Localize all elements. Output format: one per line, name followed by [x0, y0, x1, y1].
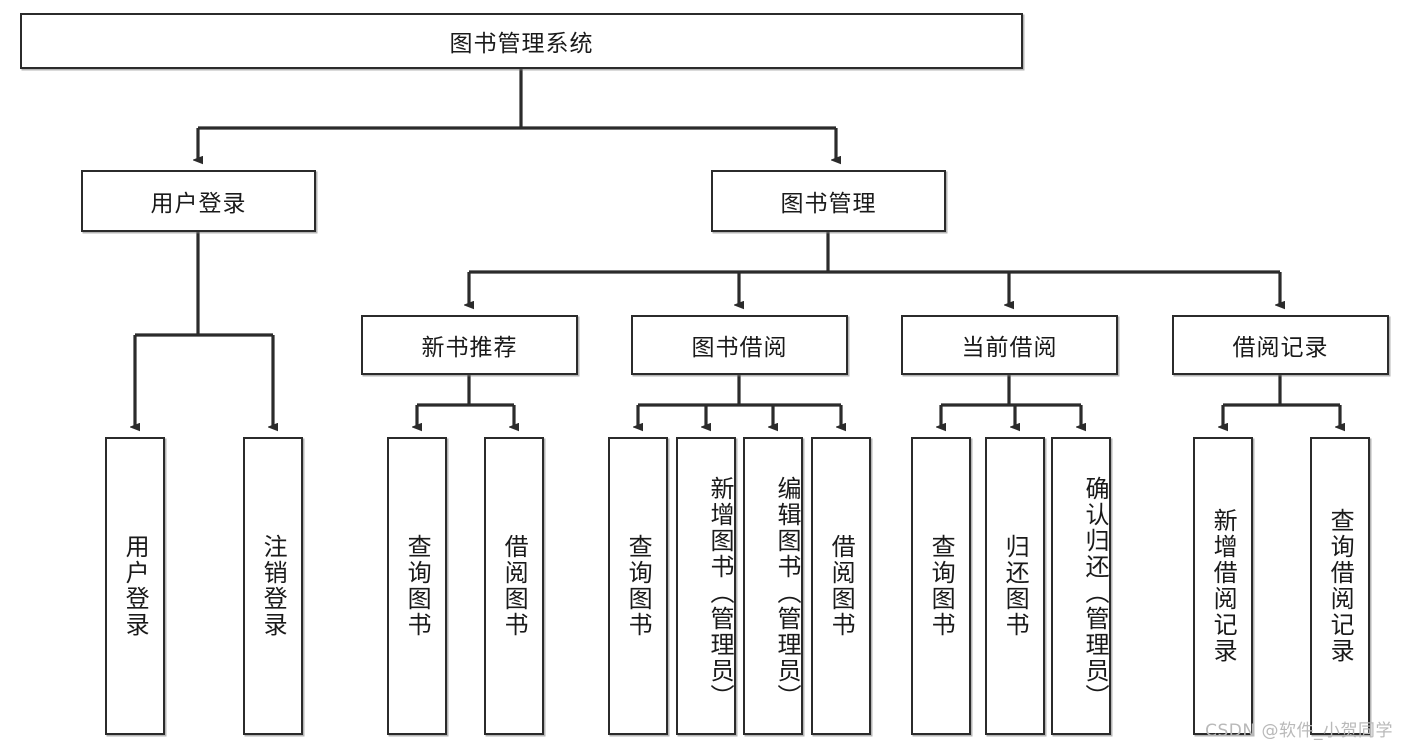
node-book-manage[interactable]: 图书管理 [711, 170, 946, 232]
node-leaf-borrow-book-rec-label: 借阅图书 [500, 534, 529, 638]
node-leaf-add-record-label: 新增借阅记录 [1209, 508, 1238, 664]
node-leaf-query-book-borrow[interactable]: 查询图书 [608, 437, 668, 735]
node-new-book-rec[interactable]: 新书推荐 [361, 315, 578, 375]
node-book-borrow[interactable]: 图书借阅 [631, 315, 848, 375]
node-leaf-add-record[interactable]: 新增借阅记录 [1193, 437, 1253, 735]
node-leaf-query-book-cur[interactable]: 查询图书 [911, 437, 971, 735]
node-leaf-query-record[interactable]: 查询借阅记录 [1310, 437, 1370, 735]
node-leaf-add-book[interactable]: 新增图书（管理员） [676, 437, 736, 735]
node-leaf-confirm-return[interactable]: 确认归还（管理员） [1051, 437, 1111, 735]
node-leaf-borrow-book-label: 借阅图书 [827, 534, 856, 638]
node-leaf-borrow-book[interactable]: 借阅图书 [811, 437, 871, 735]
node-leaf-query-book-borrow-label: 查询图书 [624, 534, 653, 638]
node-leaf-user-login[interactable]: 用户登录 [105, 437, 165, 735]
node-new-book-rec-label: 新书推荐 [421, 335, 518, 361]
node-book-borrow-label: 图书借阅 [691, 335, 788, 361]
node-leaf-borrow-book-rec[interactable]: 借阅图书 [484, 437, 544, 735]
node-leaf-query-book-rec[interactable]: 查询图书 [387, 437, 447, 735]
node-leaf-edit-book-label: 编辑图书（管理员） [773, 476, 801, 710]
node-leaf-logout-label: 注销登录 [259, 534, 288, 638]
node-borrow-record[interactable]: 借阅记录 [1172, 315, 1389, 375]
node-root[interactable]: 图书管理系统 [20, 13, 1023, 69]
node-user-login-label: 用户登录 [150, 191, 247, 217]
node-leaf-query-record-label: 查询借阅记录 [1326, 508, 1355, 664]
node-leaf-return-book-label: 归还图书 [1001, 534, 1030, 638]
node-current-borrow[interactable]: 当前借阅 [901, 315, 1118, 375]
node-borrow-record-label: 借阅记录 [1232, 335, 1329, 361]
node-user-login[interactable]: 用户登录 [81, 170, 316, 232]
node-leaf-add-book-label: 新增图书（管理员） [706, 476, 734, 710]
node-current-borrow-label: 当前借阅 [961, 335, 1058, 361]
node-leaf-query-book-cur-label: 查询图书 [927, 534, 956, 638]
node-book-manage-label: 图书管理 [780, 191, 877, 217]
csdn-watermark: CSDN @软件_小贺同学 [1205, 721, 1393, 741]
node-root-label: 图书管理系统 [449, 31, 594, 57]
node-leaf-confirm-return-label: 确认归还（管理员） [1081, 476, 1109, 710]
node-leaf-logout[interactable]: 注销登录 [243, 437, 303, 735]
node-leaf-edit-book[interactable]: 编辑图书（管理员） [743, 437, 803, 735]
node-leaf-return-book[interactable]: 归还图书 [985, 437, 1045, 735]
node-leaf-user-login-label: 用户登录 [121, 534, 150, 638]
node-leaf-query-book-rec-label: 查询图书 [403, 534, 432, 638]
